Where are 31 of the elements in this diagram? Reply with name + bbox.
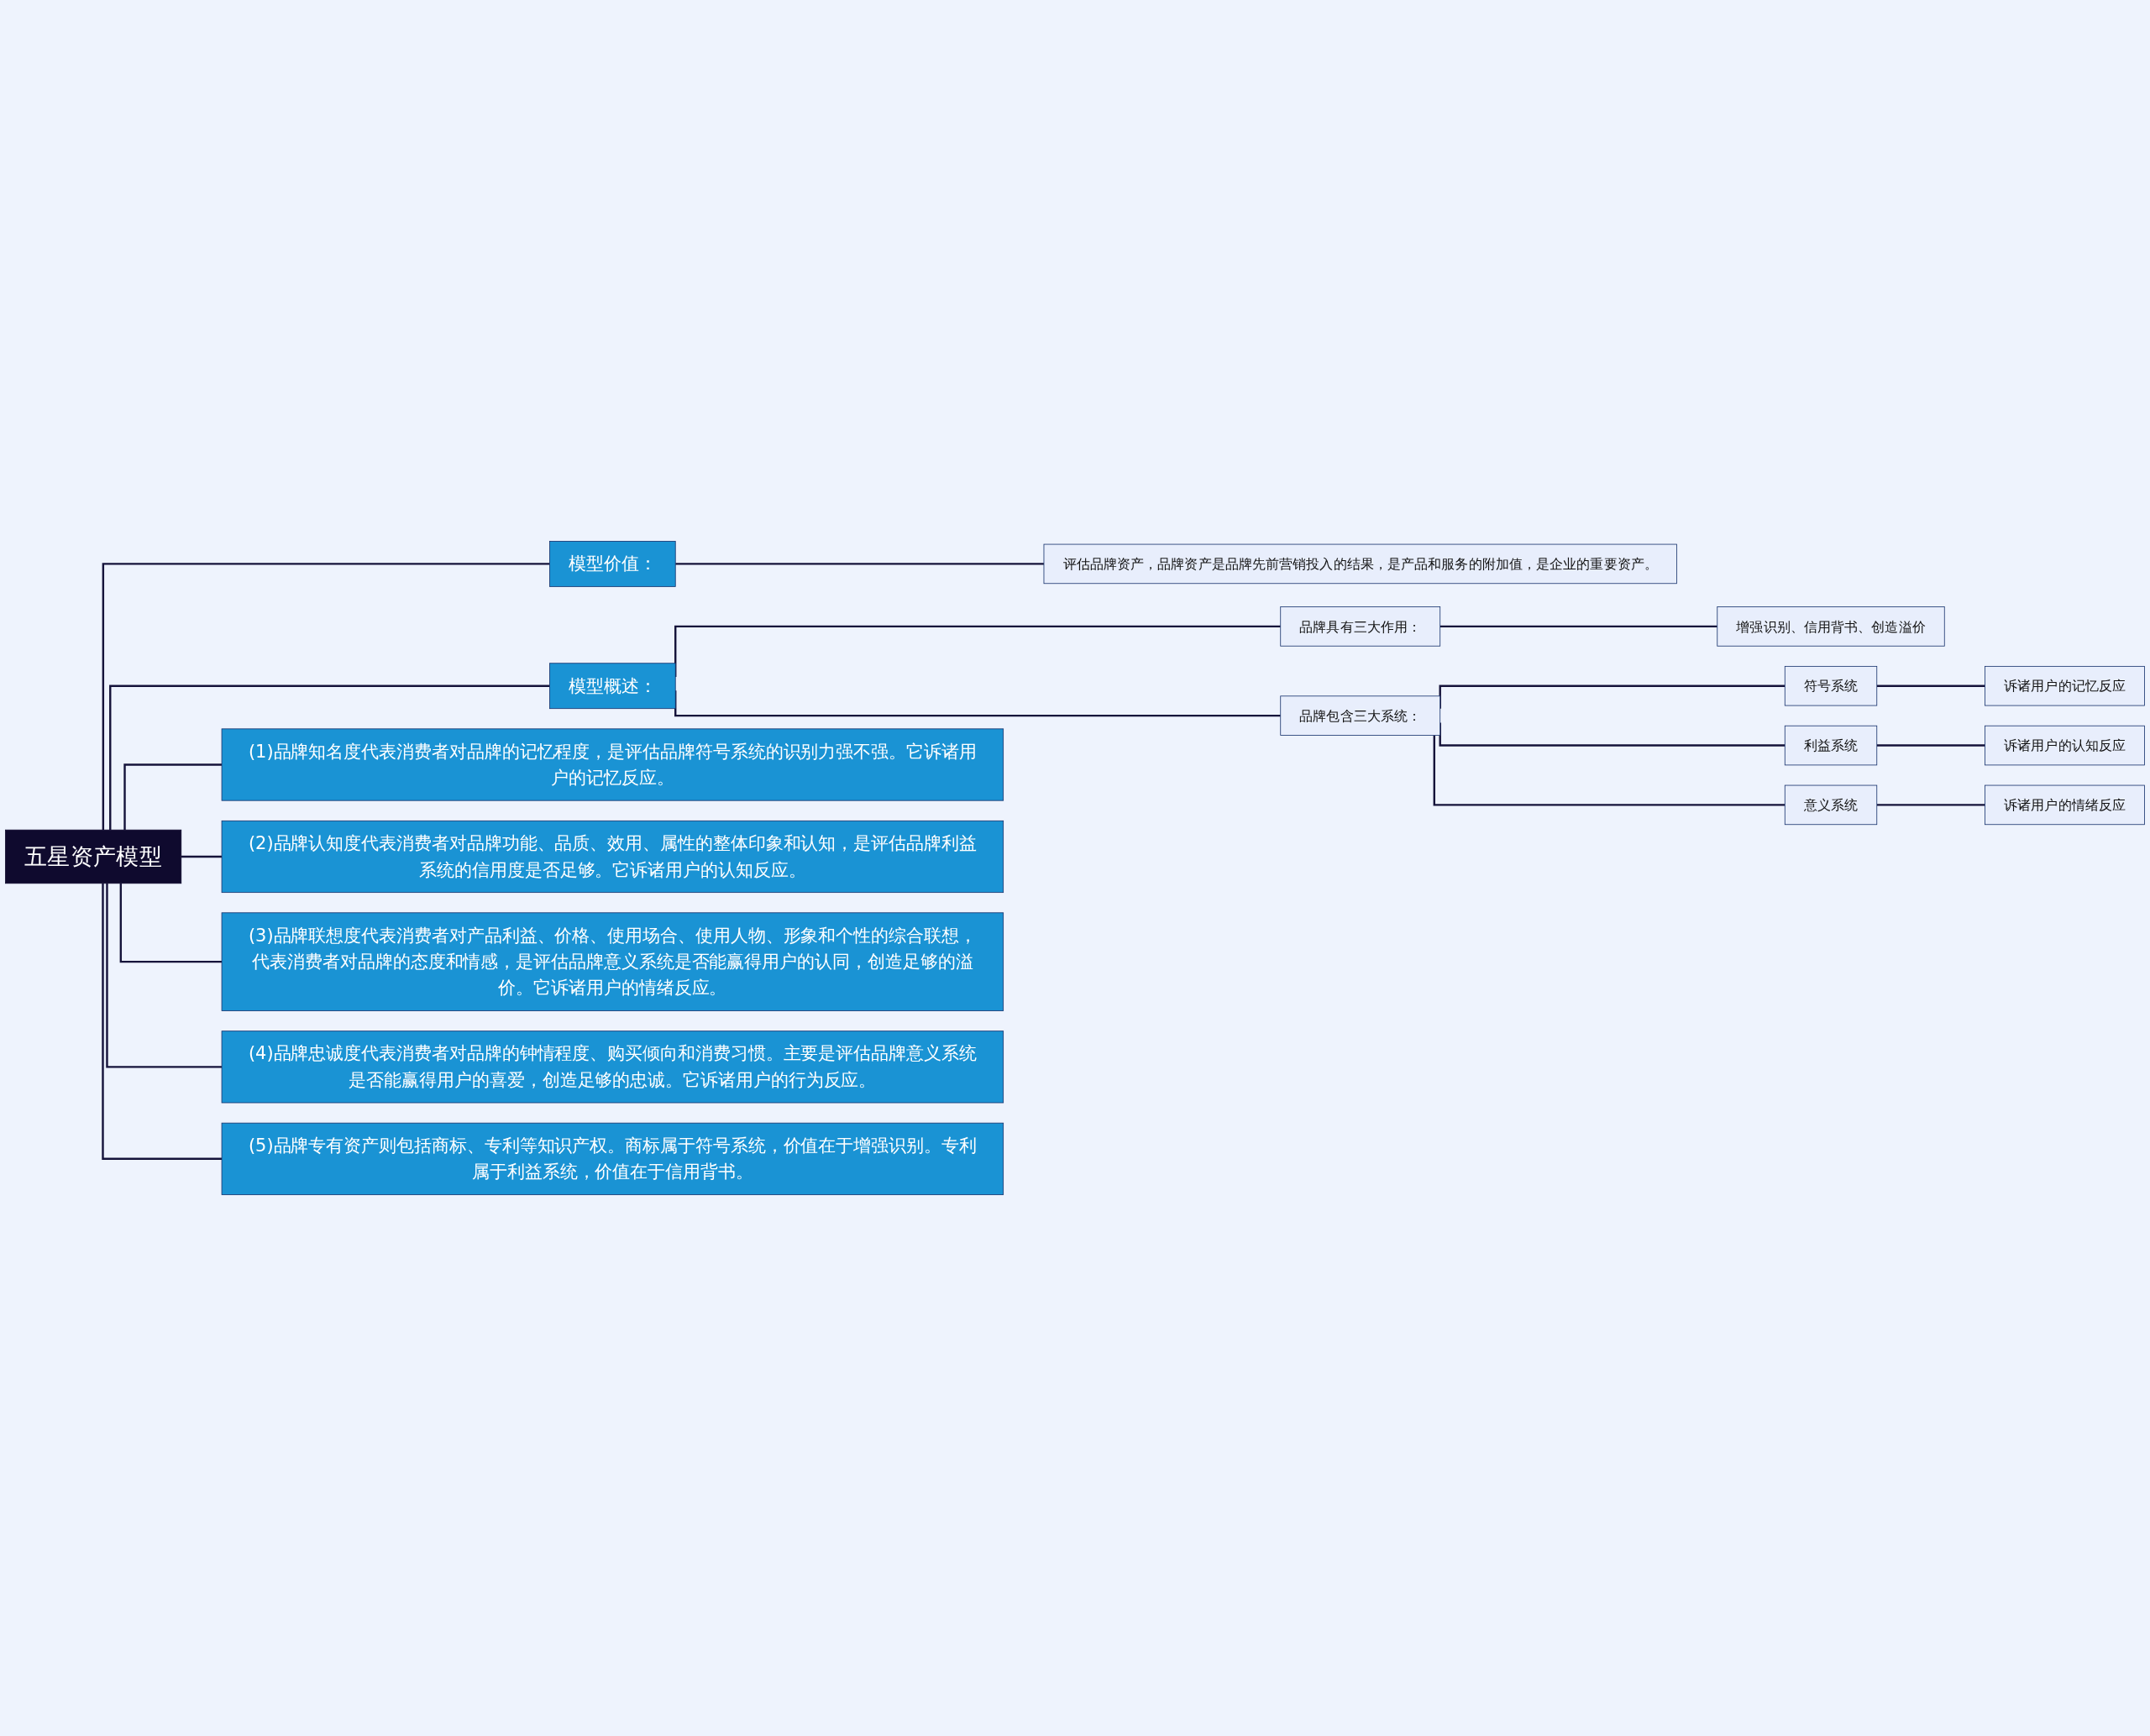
connector — [109, 684, 550, 831]
connector — [102, 563, 550, 831]
connector — [123, 763, 223, 831]
connector — [180, 855, 223, 858]
node-box: 符号系统 — [1784, 666, 1878, 706]
node-box: (1)品牌知名度代表消费者对品牌的记忆程度，是评估品牌符号系统的识别力强不强。它诉诸用户的记忆反应。 — [221, 728, 1004, 801]
node-box: 模型概述： — [549, 663, 676, 710]
node-box: 意义系统 — [1784, 784, 1878, 826]
node-box: 诉诸用户的认知反应 — [1985, 725, 2145, 766]
node-box: 五星资产模型 — [5, 829, 182, 884]
node-box: (3)品牌联想度代表消费者对产品利益、价格、使用场合、使用人物、形象和个性的综合联想，代表消费者对品牌的态度和情感，是评估品牌意义系统是否能赢得用户的认同，创造足够的溢价。它诉诸用户的情绪反应。 — [221, 912, 1004, 1011]
connector — [674, 563, 1044, 565]
node-box: 评估品牌资产，品牌资产是品牌先前营销投入的结果，是产品和服务的附加值，是企业的重要资产。 — [1043, 543, 1677, 585]
connector — [1433, 735, 1786, 806]
node-box: 品牌具有三大作用： — [1280, 606, 1441, 647]
node-box: 模型价值： — [549, 541, 676, 587]
node-box: (2)品牌认知度代表消费者对品牌功能、品质、效用、属性的整体印象和认知，是评估品牌利益系统的信用度是否足够。它诉诸用户的认知反应。 — [221, 820, 1004, 894]
node-box: 品牌包含三大系统： — [1280, 695, 1441, 736]
node-box: 诉诸用户的情绪反应 — [1985, 784, 2145, 826]
connector — [119, 883, 223, 963]
connector — [1875, 744, 1985, 747]
connector — [102, 883, 223, 1161]
connector — [1875, 684, 1985, 687]
connector — [106, 883, 223, 1068]
node-box: (5)品牌专有资产则包括商标、专利等知识产权。商标属于符号系统，价值在于增强识别。专利属于利益系统，价值在于信用背书。 — [221, 1122, 1004, 1195]
node-box: 增强识别、信用背书、创造溢价 — [1717, 606, 1945, 647]
node-box: 利益系统 — [1784, 725, 1878, 766]
connector — [1439, 625, 1717, 628]
connector — [1875, 804, 1985, 806]
node-box: 诉诸用户的记忆反应 — [1985, 666, 2145, 706]
node-box: (4)品牌忠诚度代表消费者对品牌的钟情程度、购买倾向和消费习惯。主要是评估品牌意义系统是否能赢得用户的喜爱，创造足够的忠诚。它诉诸用户的行为反应。 — [221, 1031, 1004, 1104]
